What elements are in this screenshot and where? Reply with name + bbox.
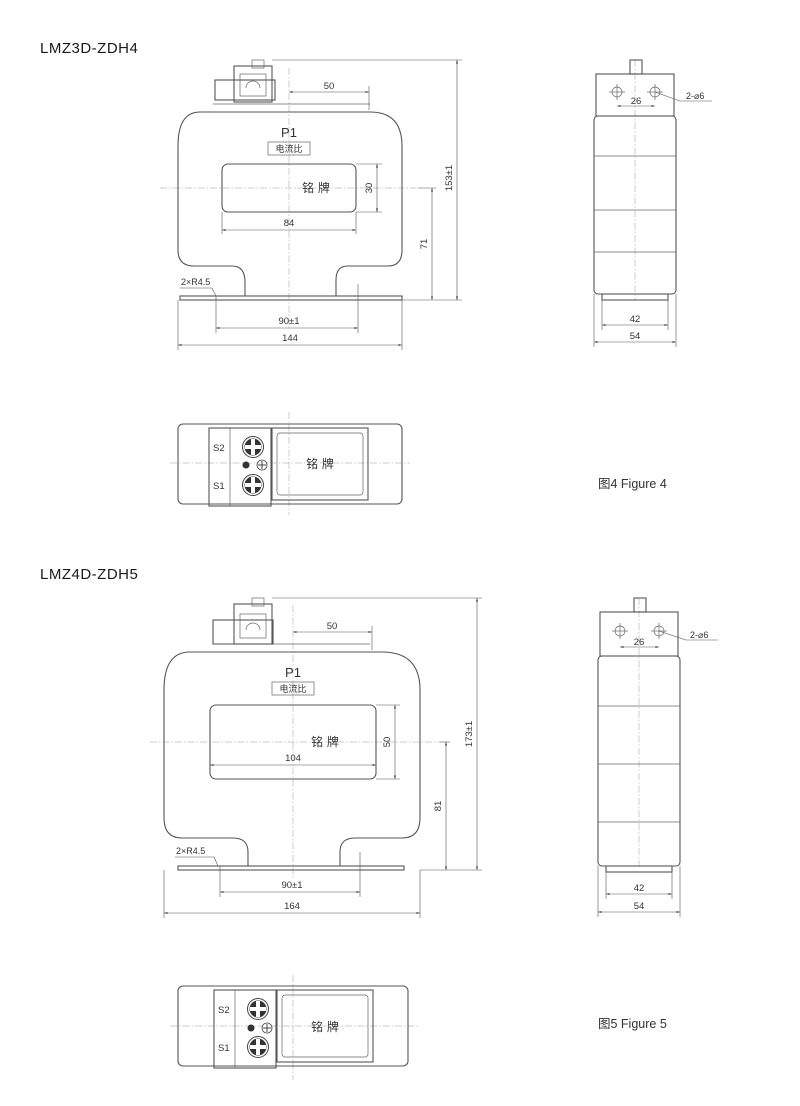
- fig4-dim-overall-height: 153±1: [444, 165, 455, 191]
- fig5-side-dim-base: 42: [634, 883, 645, 894]
- fig4-side-dim-base: 42: [630, 314, 641, 325]
- fig4-dim-overall-width: 144: [282, 333, 298, 344]
- fig5-dim-radius: 2×R4.5: [176, 846, 205, 856]
- fig5-dim-overall-height: 173±1: [464, 721, 475, 747]
- fig5-dim-window-width: 104: [285, 753, 301, 764]
- fig4-top-terminal-s2: S2: [213, 443, 225, 454]
- fig4-dim-radius: 2×R4.5: [181, 277, 210, 287]
- fig5-front-view: P1 电流比 50 50 104 173±1 81 2×R4.5 90±1: [150, 597, 482, 918]
- model-title-fig4: LMZ3D-ZDH4: [40, 40, 139, 57]
- fig5-side-dim-top-spacing: 26: [634, 637, 645, 648]
- fig4-dim-center-height: 71: [419, 239, 430, 250]
- fig4-top-nameplate-label: 铭 牌: [306, 456, 334, 471]
- fig5-side-dim-width: 54: [634, 901, 645, 912]
- fig5-side-dim-holes: 2-⌀6: [690, 630, 708, 640]
- figure-caption-fig5: 图5 Figure 5: [598, 1017, 667, 1031]
- fig4-side-dim-holes: 2-⌀6: [686, 91, 704, 101]
- fig4-top-view: S2 S1 铭 牌: [170, 412, 410, 515]
- fig5-terminal-label: P1: [285, 665, 301, 680]
- fig5-dim-center-height: 81: [433, 801, 444, 812]
- fig5-ratio-label: 电流比: [279, 683, 306, 695]
- fig5-dim-overall-width: 164: [284, 901, 300, 912]
- fig4-nameplate-label: 铭 牌: [302, 180, 330, 195]
- fig4-side-dim-top-spacing: 26: [631, 96, 642, 107]
- model-title-fig5: LMZ4D-ZDH5: [40, 566, 139, 583]
- fig5-dim-window-height: 50: [382, 737, 393, 748]
- fig5-top-terminal-s1: S1: [218, 1043, 230, 1054]
- fig5-top-nameplate-label: 铭 牌: [311, 1019, 339, 1034]
- fig5-dim-hole-spacing: 90±1: [281, 880, 302, 891]
- fig4-top-terminal-s1: S1: [213, 481, 225, 492]
- fig4-dim-hole-spacing: 90±1: [278, 316, 299, 327]
- fig4-side-view: 26 2-⌀6 42 54: [593, 59, 712, 347]
- fig5-top-terminal-s2: S2: [218, 1005, 230, 1016]
- fig5-top-view: S2 S1 铭 牌: [170, 975, 418, 1080]
- fig5-dim-top: 50: [327, 621, 338, 632]
- fig4-dim-window-width: 84: [284, 218, 295, 229]
- fig5-nameplate-label: 铭 牌: [311, 734, 339, 749]
- fig4-ratio-label: 电流比: [275, 143, 302, 155]
- fig4-side-dim-width: 54: [630, 331, 641, 342]
- fig4-dim-top: 50: [324, 81, 335, 92]
- fig4-terminal-label: P1: [281, 125, 297, 140]
- figure-caption-fig4: 图4 Figure 4: [598, 477, 667, 491]
- fig5-side-view: 26 2-⌀6 42 54: [597, 597, 718, 917]
- fig4-dim-window-height: 30: [364, 183, 375, 194]
- fig4-front-view: P1 电流比 铭 牌 50 30 84 153±1 71 2×R4.5: [160, 59, 462, 350]
